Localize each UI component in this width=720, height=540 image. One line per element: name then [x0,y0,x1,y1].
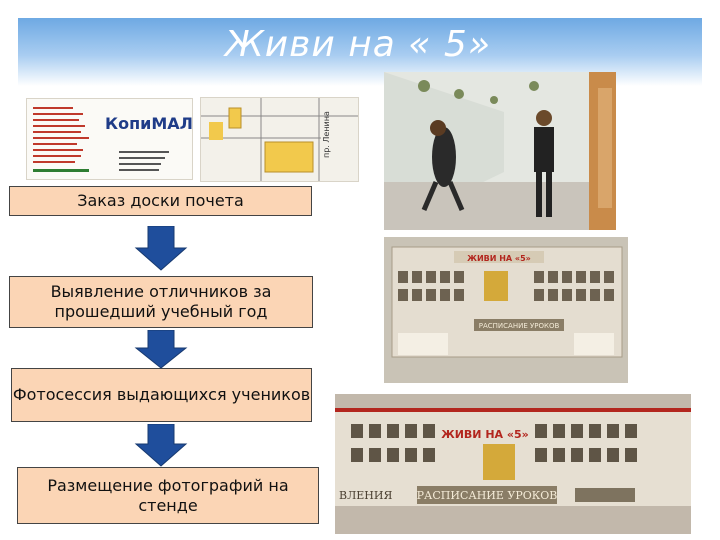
board1-sign: РАСПИСАНИЕ УРОКОВ [479,322,560,330]
flow-step-1: Заказ доски почета [9,186,312,216]
board2-left-sign: ВЛЕНИЯ [339,489,392,502]
flow-step-3: Фотосессия выдающихся учеников [11,368,312,422]
board2-heading: ЖИВИ НА «5» [441,428,529,441]
honor-board-graphic-bottom: ЖИВИ НА «5» РАСПИСАНИЕ УРОКОВ ВЛЕНИЯ [335,394,691,534]
slide-title: Живи на « 5» [225,24,492,65]
flow-arrow-3 [134,424,188,467]
board2-sign: РАСПИСАНИЕ УРОКОВ [417,489,558,502]
flow-step-2: Выявление отличников за прошедший учебны… [9,276,313,328]
map-photo: пр. Ленина [200,97,359,182]
flow-arrow-1 [134,226,188,271]
honor-board-graphic-top: ЖИВИ НА «5» РАСПИСАНИЕ УРОКОВ [384,237,628,383]
card-brand: КопиМАЛ [105,114,192,133]
map-graphic: пр. Ленина [201,98,358,181]
business-card-graphic: КопиМАЛ [33,107,192,172]
hallway-photo [384,72,616,230]
honor-board-photo-top: ЖИВИ НА «5» РАСПИСАНИЕ УРОКОВ [384,237,628,383]
business-card-photo: КопиМАЛ [26,98,193,180]
hallway-graphic [384,72,616,230]
board1-heading: ЖИВИ НА «5» [467,254,531,263]
flow-step-4: Размещение фотографий на стенде [17,467,319,524]
flow-arrow-2 [134,330,188,369]
map-street: пр. Ленина [322,111,331,158]
honor-board-photo-bottom: ЖИВИ НА «5» РАСПИСАНИЕ УРОКОВ ВЛЕНИЯ [335,394,691,534]
